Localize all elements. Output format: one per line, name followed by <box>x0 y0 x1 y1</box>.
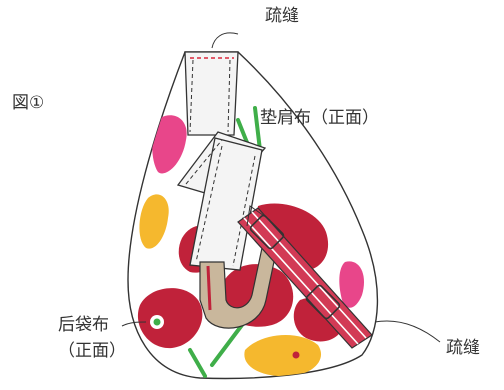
label-basting-top: 疏缝 <box>265 6 299 26</box>
red-flower-bottom-left <box>137 288 203 349</box>
pink-petal-left <box>152 115 187 174</box>
webbing-inner <box>206 265 212 311</box>
leader-top <box>211 32 239 49</box>
upper-strap <box>184 51 239 136</box>
label-basting-right: 疏缝 <box>446 338 480 358</box>
figure-label: 図① <box>12 93 45 113</box>
yellow-flower-bottom <box>244 334 322 377</box>
green-stem-1 <box>253 106 262 152</box>
flower-center-green <box>153 318 161 326</box>
label-back-bag-side: （正面） <box>58 341 126 361</box>
buckle-upper <box>249 214 285 250</box>
pink-petal-right <box>339 261 365 308</box>
green-stem-3 <box>188 348 207 378</box>
label-back-bag: 后袋布 <box>58 315 109 335</box>
flower-dot-red <box>292 351 300 359</box>
webbing-loop <box>199 247 277 329</box>
diagonal-strap <box>237 205 373 349</box>
leader-right <box>374 320 441 343</box>
yellow-petal-left <box>139 194 169 249</box>
green-stem-4 <box>210 323 244 367</box>
shoulder-pad <box>176 131 267 271</box>
leader-back <box>121 321 147 327</box>
label-shoulder-pad: 垫肩布（正面） <box>260 108 379 128</box>
buckle-lower <box>305 284 341 320</box>
